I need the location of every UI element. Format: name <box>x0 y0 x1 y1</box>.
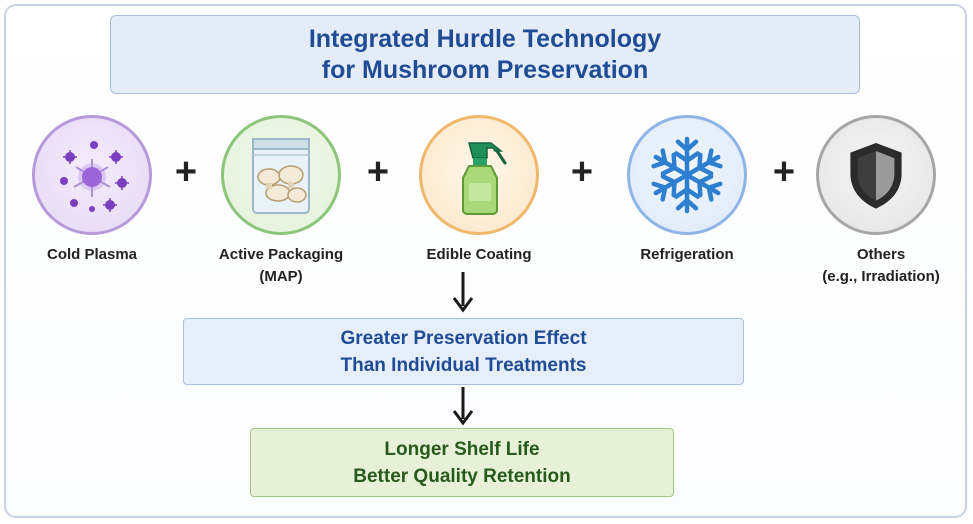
title-line-1: Integrated Hurdle Technology <box>308 24 662 53</box>
outcome-line-1: Longer Shelf Life <box>384 438 540 460</box>
others-node <box>816 115 936 235</box>
outcome-line-2: Better Quality Retention <box>353 465 571 487</box>
label-line-1: Active Packaging <box>218 246 344 263</box>
treatment-label: Active Packaging (MAP) <box>201 244 361 288</box>
plus-operator: + <box>366 151 390 193</box>
combined-effect-line-2: Than Individual Treatments <box>340 354 587 376</box>
snowflake-icon <box>642 136 732 220</box>
label-line-1: Others <box>856 246 906 263</box>
label-line-1: Cold Plasma <box>46 246 138 263</box>
edible-coating-node <box>419 115 539 235</box>
label-line-1: Edible Coating <box>426 246 532 263</box>
diagram-title: Integrated Hurdle Technology for Mushroo… <box>110 15 860 94</box>
down-arrow-icon <box>452 387 474 426</box>
outcome-box: Longer Shelf Life Better Quality Retenti… <box>250 428 674 497</box>
plus-operator: + <box>570 151 594 193</box>
label-line-1: Refrigeration <box>640 246 734 263</box>
shield-icon <box>850 143 902 209</box>
combined-effect-line-1: Greater Preservation Effect <box>340 327 587 349</box>
combined-effect-box: Greater Preservation Effect Than Individ… <box>183 318 744 385</box>
plus-operator: + <box>174 151 198 193</box>
active-packaging-node <box>221 115 341 235</box>
treatment-label: Refrigeration <box>612 244 762 266</box>
spray-bottle-icon <box>462 142 507 215</box>
mushroom-bag-icon <box>252 138 310 214</box>
treatment-label: Others (e.g., Irradiation) <box>801 244 961 288</box>
label-line-2: (MAP) <box>259 268 303 285</box>
plus-operator: + <box>772 151 796 193</box>
refrigeration-node <box>627 115 747 235</box>
title-line-2: for Mushroom Preservation <box>321 55 649 84</box>
label-line-2: (e.g., Irradiation) <box>822 268 940 285</box>
treatment-label: Cold Plasma <box>22 244 162 266</box>
cold-plasma-node <box>32 115 152 235</box>
treatment-label: Edible Coating <box>404 244 554 266</box>
plasma-particles-icon <box>60 141 129 212</box>
down-arrow-icon <box>452 272 474 313</box>
